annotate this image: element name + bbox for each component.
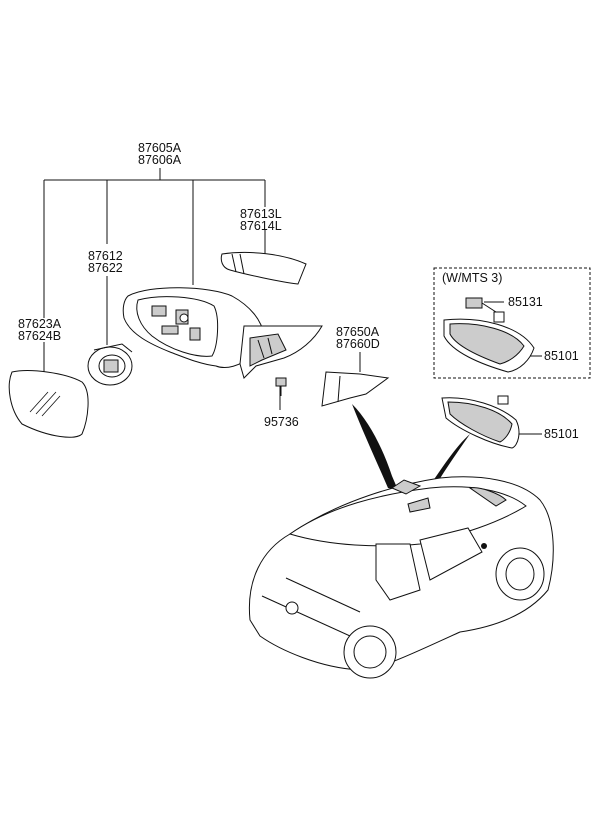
actuator-drawing <box>87 343 133 386</box>
screw-label: 95736 <box>264 415 299 429</box>
garnish-part-1: 87650A <box>336 325 380 339</box>
mirror-glass-label: 87623A 87624B <box>18 317 62 343</box>
actuator-part-2: 87622 <box>88 261 123 275</box>
car-drawing <box>248 476 554 679</box>
mts-box <box>433 267 591 379</box>
mirror-glass-part-2: 87624B <box>18 329 62 343</box>
mirror-assembly-label: 87605A 87606A <box>138 141 182 167</box>
garnish-drawing <box>321 371 390 407</box>
actuator-label: 87612 87622 <box>88 249 123 275</box>
mirror-assembly-part-1: 87605A <box>138 141 182 155</box>
mts-part-label: 85131 <box>508 295 543 309</box>
cover-cap-label: 87613L 87614L <box>240 207 282 233</box>
screw-part-1: 95736 <box>264 415 299 429</box>
cover-cap-part-2: 87614L <box>240 219 282 233</box>
mts-group-label: (W/MTS 3) <box>442 271 503 285</box>
cover-cap-part-1: 87613L <box>240 207 282 221</box>
inside-mirror-mts-label: 85101 <box>544 349 579 363</box>
mirror-assembly-part-2: 87606A <box>138 153 182 167</box>
mirror-housing-drawing <box>122 287 323 379</box>
mirror-glass-part-1: 87623A <box>18 317 62 331</box>
actuator-part-1: 87612 <box>88 249 123 263</box>
mirror-glass-drawing <box>8 370 89 438</box>
garnish-label: 87650A 87660D <box>336 325 380 351</box>
screw-drawing <box>275 377 287 396</box>
inside-mirror-label: 85101 <box>544 427 579 441</box>
cover-cap-drawing <box>220 252 307 285</box>
inside-mirror-drawing <box>441 395 520 449</box>
garnish-part-2: 87660D <box>336 337 380 351</box>
